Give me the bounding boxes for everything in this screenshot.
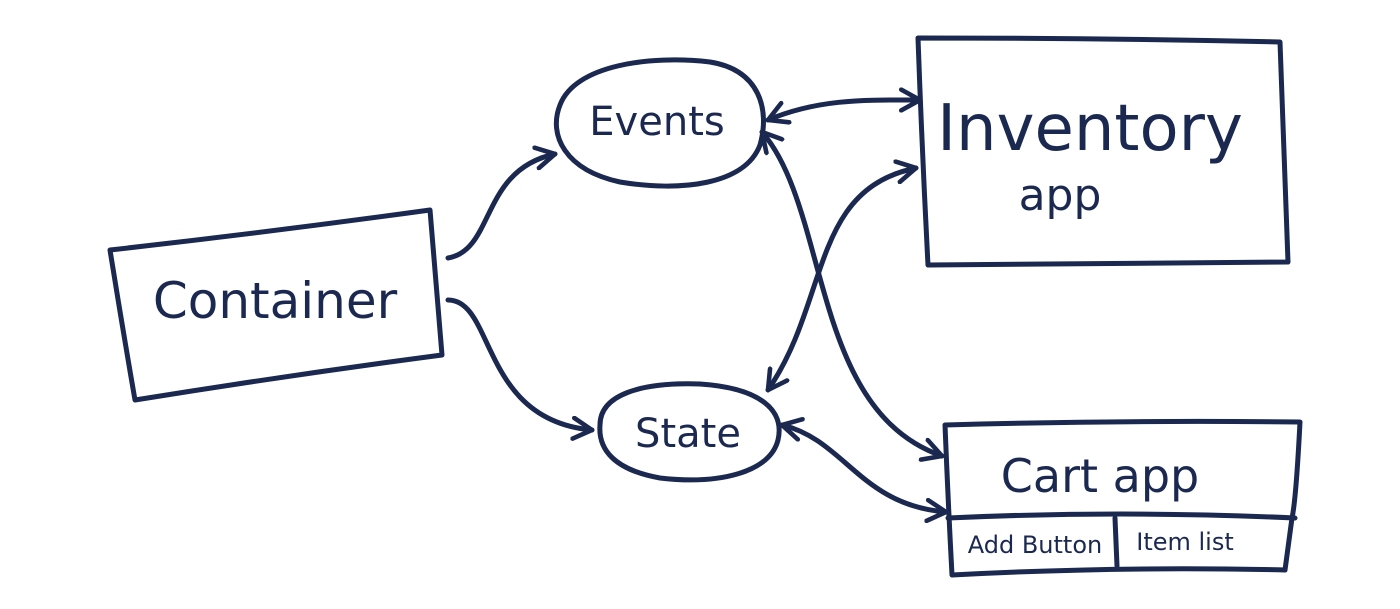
inventory-label: Inventory (937, 92, 1243, 166)
state-label: State (635, 411, 741, 457)
events-node: Events (553, 57, 766, 189)
inventory-sublabel: app (1019, 170, 1102, 221)
container-node: Container (107, 207, 445, 403)
container-label: Container (153, 272, 398, 330)
edge-container-events (445, 154, 558, 261)
state-node: State (597, 381, 782, 483)
item-list-label: Item list (1136, 528, 1234, 556)
edge-state-inventory (765, 168, 919, 393)
cart-app-node: Cart app Add Button Item list (942, 418, 1303, 578)
events-label: Events (589, 99, 724, 145)
edge-state-cart (779, 425, 949, 512)
inventory-app-node: Inventory app (915, 35, 1291, 268)
edge-events-inventory (765, 100, 923, 120)
edge-events-cart (759, 129, 945, 456)
add-button-label: Add Button (968, 531, 1102, 559)
cart-label: Cart app (1001, 449, 1199, 503)
edge-container-state (445, 297, 595, 430)
